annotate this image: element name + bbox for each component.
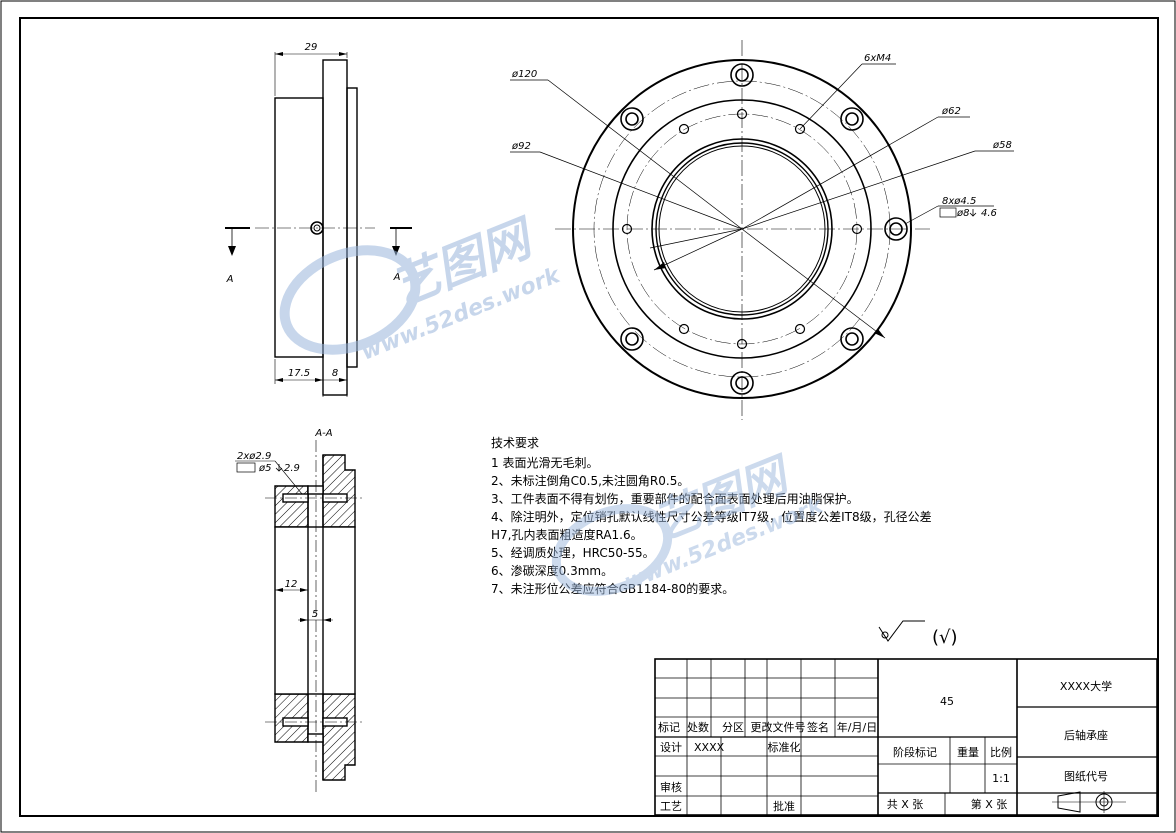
title-block — [654, 658, 1158, 816]
dim-12: 12 — [285, 579, 298, 590]
tb-label-mark: 标记 — [658, 720, 680, 734]
callout-d92: ø92 — [511, 141, 531, 152]
tb-sheet-number: 第 X 张 — [971, 797, 1008, 811]
projection-symbol-icon — [1052, 791, 1126, 813]
section-title: A-A — [314, 428, 332, 439]
surface-roughness-icon — [878, 620, 925, 642]
dim-17-5: 17.5 — [288, 368, 310, 379]
tb-review-label: 审核 — [660, 780, 682, 794]
callout-d62: ø62 — [941, 106, 961, 117]
tech-item: 5、经调质处理，HRC50-55。 — [491, 546, 655, 560]
callout-d8: ø8 — [956, 208, 969, 219]
section-callout-2x-d2-9: 2xø2.9 — [237, 451, 271, 462]
tb-design-label: 设计 — [660, 741, 682, 754]
tech-requirements: 技术要求 1 表面光滑无毛刺。 2、未标注倒角C0.5,未注圆角R0.5。 3、… — [491, 436, 932, 596]
tapped-holes — [621, 108, 863, 350]
tb-label-zone: 分区 — [722, 721, 744, 734]
tb-stage-label: 阶段标记 — [893, 745, 937, 759]
tb-approve-label: 批准 — [773, 799, 795, 813]
section-callout-depth: 2.9 — [284, 463, 300, 474]
tb-label-change-doc: 更改文件号 — [751, 720, 806, 734]
tb-material: 45 — [940, 695, 954, 708]
side-view-step — [346, 87, 358, 368]
tech-title: 技术要求 — [491, 436, 539, 450]
tech-item: 1 表面光滑无毛刺。 — [491, 456, 598, 470]
tb-school: XXXX大学 — [1060, 679, 1112, 693]
dim-8: 8 — [332, 368, 338, 379]
section-mark-left: A — [226, 274, 234, 285]
depth-symbol-icon — [275, 464, 283, 472]
callout-d120: ø120 — [511, 69, 537, 80]
tb-label-count: 处数 — [687, 721, 709, 734]
section-mark-right: A — [393, 272, 401, 283]
dim-5: 5 — [312, 609, 318, 620]
front-view — [510, 40, 1014, 420]
tb-weight-label: 重量 — [957, 745, 979, 759]
tech-item: 3、工件表面不得有划伤，重要部件的配合面表面处理后用油脂保护。 — [491, 491, 859, 506]
tb-label-date: 年/月/日 — [837, 720, 877, 734]
tb-scale-label: 比例 — [990, 745, 1012, 759]
callout-8x-d4-5: 8xø4.5 — [942, 196, 976, 207]
callout-6xm4: 6xM4 — [864, 53, 891, 64]
callout-d8-depth: 4.6 — [981, 208, 997, 219]
depth-symbol-icon — [969, 209, 977, 217]
tb-label-signature: 签名 — [807, 720, 829, 734]
tb-design-value: XXXX — [694, 741, 725, 754]
tb-process-label: 工艺 — [660, 800, 682, 813]
section-callout-d5: ø5 — [258, 463, 271, 474]
tb-drawing-no: 图纸代号 — [1064, 770, 1108, 783]
section-view — [235, 440, 365, 795]
tb-scale-value: 1:1 — [992, 772, 1010, 785]
inner-border — [19, 17, 1159, 817]
tb-part-name: 后轴承座 — [1064, 728, 1108, 742]
surface-symbol-paren: (√) — [932, 627, 958, 648]
callout-d58: ø58 — [992, 140, 1012, 151]
dim-29: 29 — [305, 42, 318, 53]
tech-item: 6、渗碳深度0.3mm。 — [491, 563, 613, 578]
tb-total-sheets: 共 X 张 — [887, 798, 924, 811]
bolt-holes — [620, 63, 908, 395]
tb-standardize-label: 标准化 — [768, 740, 801, 754]
tech-item: 2、未标注倒角C0.5,未注圆角R0.5。 — [491, 473, 689, 488]
